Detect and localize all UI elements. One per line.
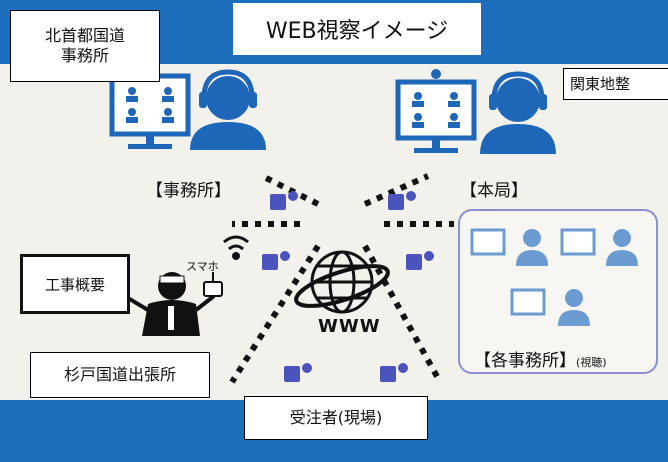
shicho-text: (視聴) [576,356,607,369]
page-title: WEB視察イメージ [232,2,482,56]
kakujimusho-label: 【各事務所】(視聴) [474,346,607,371]
teams-icon [270,191,298,210]
field-worker-icon [116,272,216,336]
kakujimusho-person-icon [516,229,638,326]
koji-gaiyo-board: 工事概要 [20,254,130,314]
label-kanto-chisei: 関東地整 [563,68,668,100]
wifi-icon [223,235,249,260]
label-kita-shuto-text: 北首都国道 事務所 [44,26,125,65]
link-bottom-left [229,244,321,384]
link-jimusho [260,173,320,207]
kakujimusho-text: 【各事務所】 [474,351,576,371]
kakujimusho-group [458,209,658,374]
honkyoku-monitor-icon [395,69,477,153]
teams-icon [388,191,416,210]
network-diagram [109,69,638,384]
smartphone-label: スマホ [186,260,219,273]
jimusho-person-icon [190,69,266,150]
label-kita-shuto: 北首都国道 事務所 [10,10,160,82]
teams-icon [262,251,290,270]
label-jutyu-genba: 受注者(現場) [244,396,428,440]
globe-icon [294,250,390,314]
jimusho-label: 【事務所】 [146,181,231,201]
honkyoku-person-icon [480,71,556,154]
teams-icon [406,251,434,270]
label-sugito: 杉戸国道出張所 [30,352,210,398]
smartphone-icon [203,272,223,297]
jimusho-monitor-icon [109,73,191,149]
teams-icon [284,363,312,382]
kakujimusho-monitor-icon [470,228,596,316]
diagram-panel [0,64,668,400]
teams-icon [380,363,408,382]
honkyoku-label: 【本局】 [460,181,528,201]
link-honkyoku [363,173,430,207]
www-label: WWW [318,316,381,337]
